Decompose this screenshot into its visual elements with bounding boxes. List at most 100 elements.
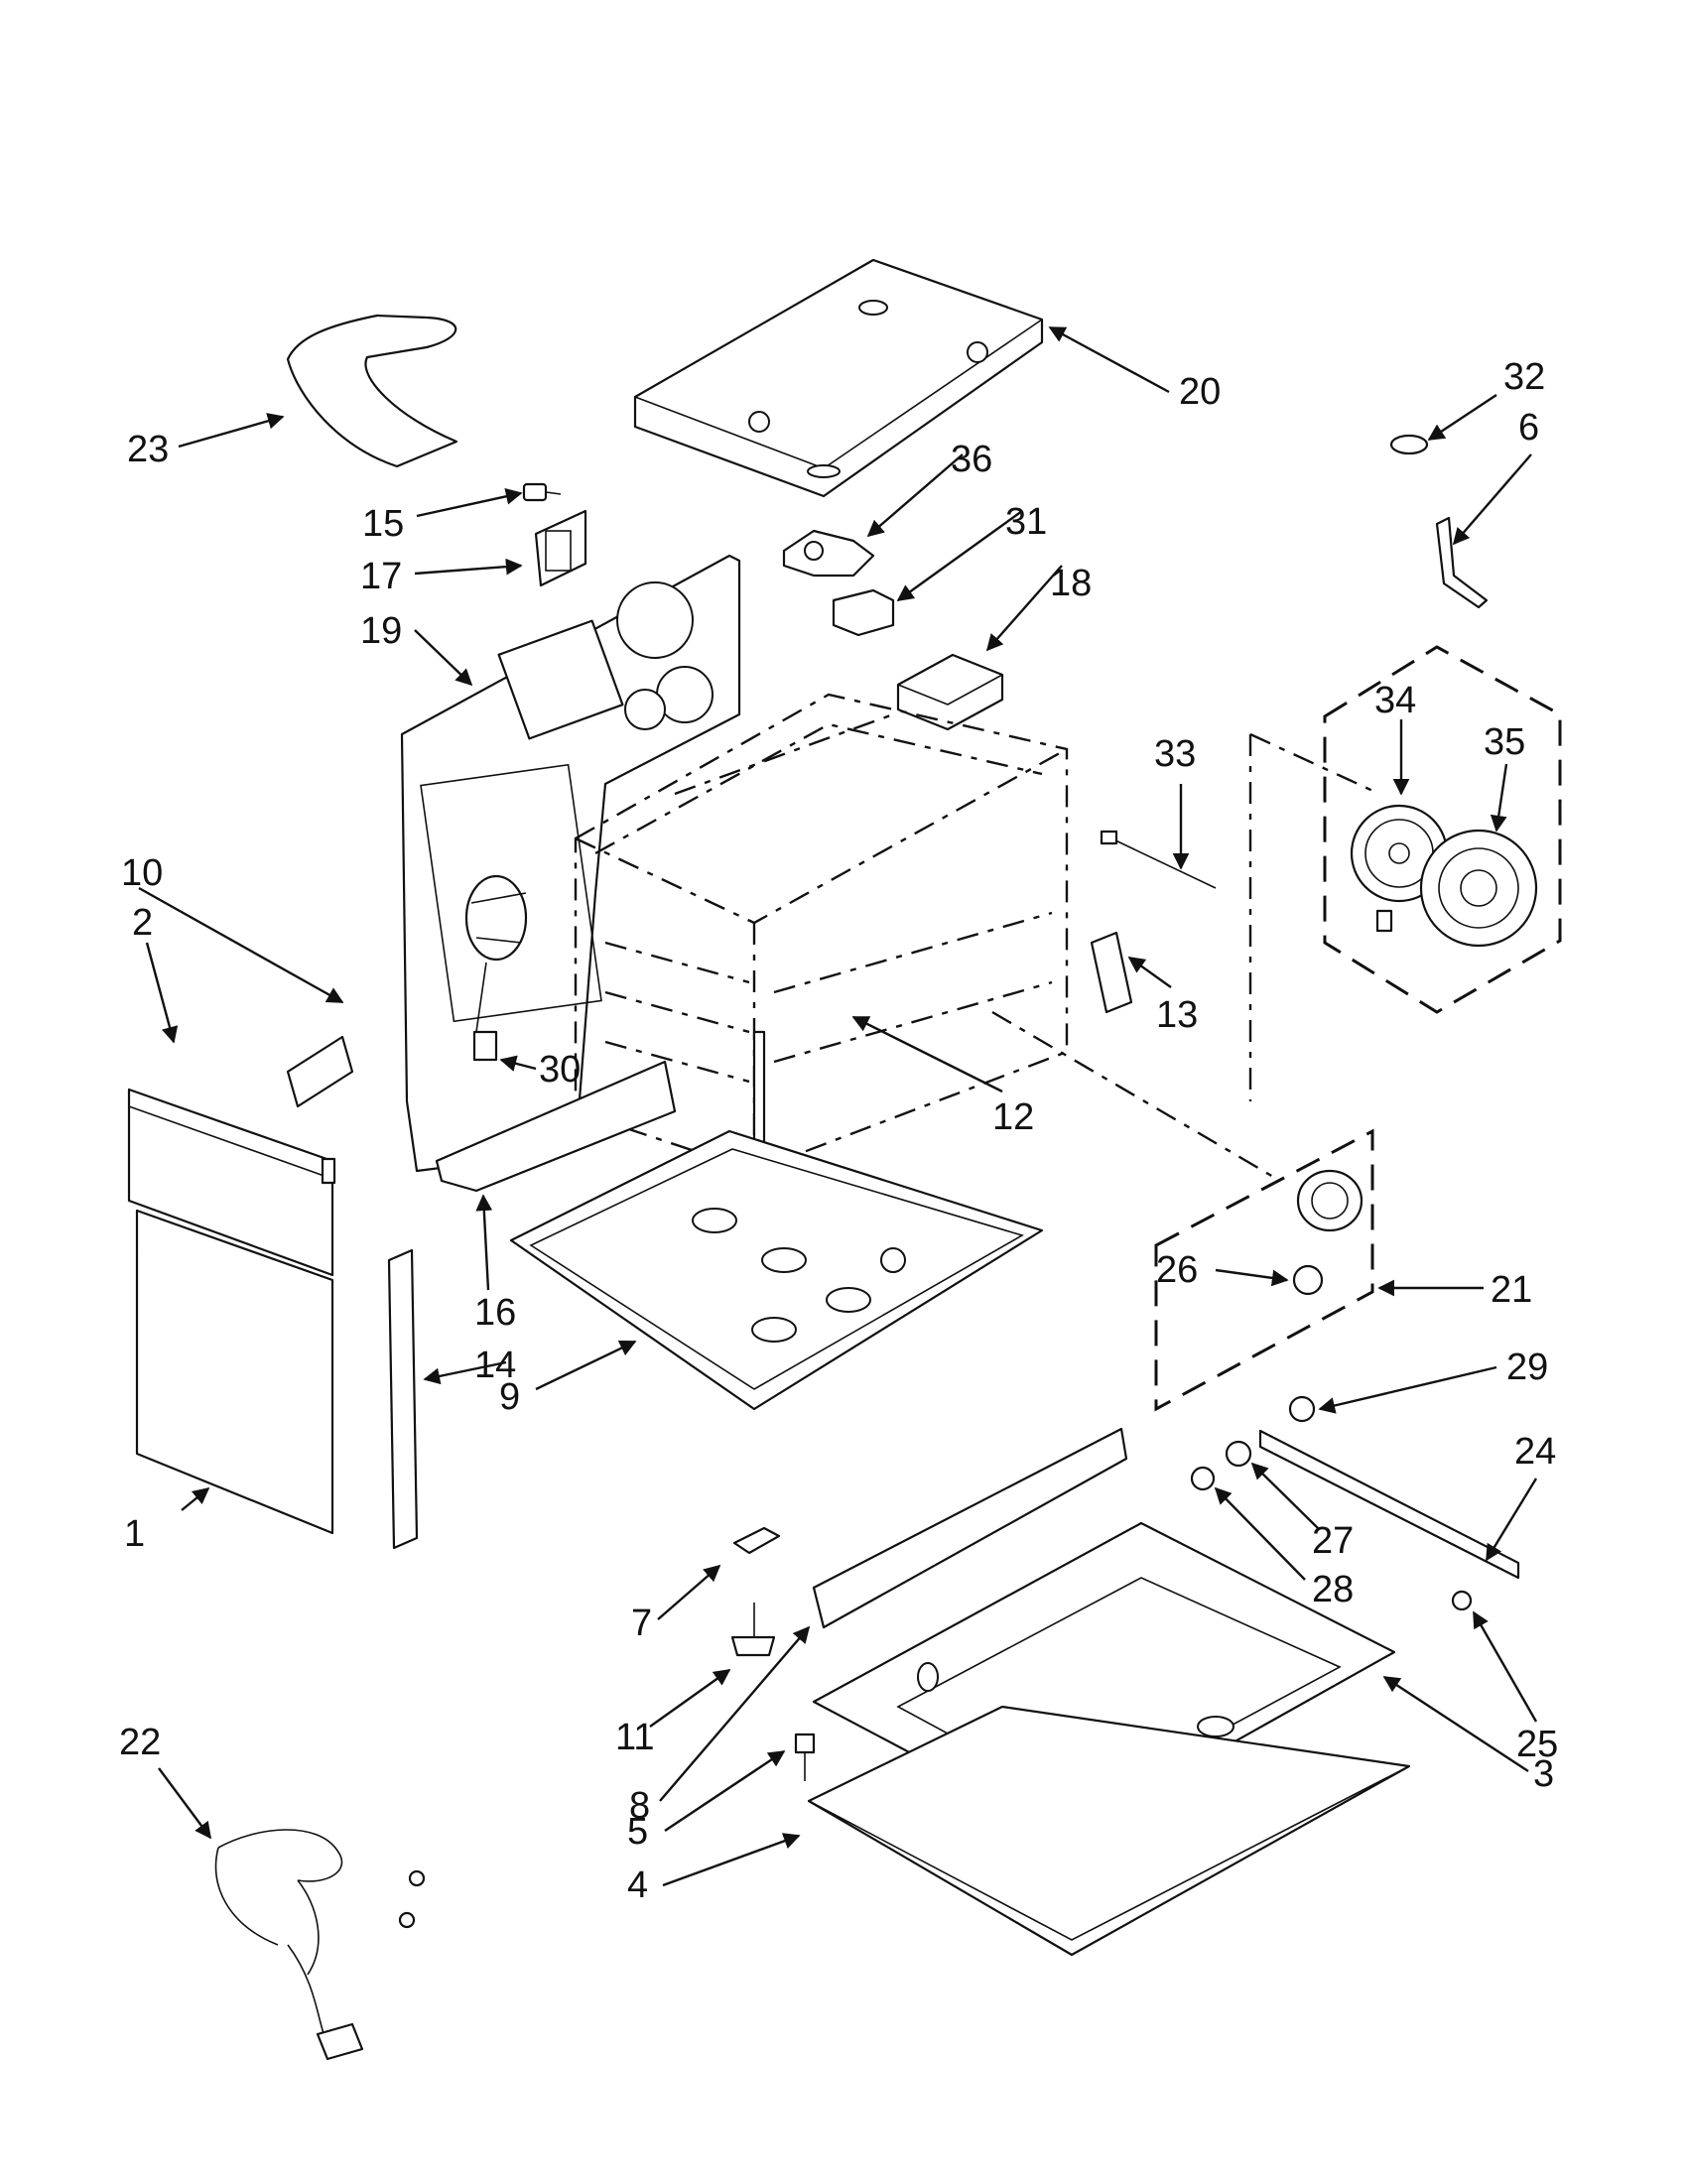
leader-line-25 [1472, 1610, 1538, 1723]
callout-25: 25 [1516, 1724, 1558, 1765]
callout-21: 21 [1491, 1269, 1532, 1311]
leader-line-36 [866, 453, 964, 538]
leader-line-27 [1250, 1462, 1319, 1529]
leader-line-6 [1452, 453, 1532, 546]
part-23-deflector [286, 314, 458, 468]
callout-labels: 1 2 3 4 5 6 7 8 9 10 11 12 13 14 15 16 1… [119, 356, 1558, 1906]
part-2-upper-side-panel [127, 1088, 336, 1277]
leader-line-3 [1382, 1675, 1529, 1773]
part-15-screw [522, 482, 562, 502]
leader-line-16 [475, 1194, 493, 1291]
leader-line-35 [1490, 763, 1508, 833]
leader-line-23 [178, 413, 285, 449]
leader-line-9 [535, 1340, 637, 1391]
part-34-35-convection-assembly [1248, 645, 1562, 1101]
callout-28: 28 [1312, 1569, 1354, 1610]
callout-7: 7 [631, 1603, 652, 1644]
callout-31: 31 [1005, 501, 1047, 543]
part-27-bushing [1225, 1440, 1252, 1468]
part-17-bracket [534, 509, 587, 587]
callout-26: 26 [1156, 1249, 1198, 1291]
callout-8: 8 [629, 1785, 650, 1827]
part-8-trim-rail [812, 1427, 1128, 1629]
callout-4: 4 [627, 1864, 648, 1906]
callout-2: 2 [132, 902, 153, 944]
leader-line-7 [657, 1564, 721, 1620]
callout-19: 19 [360, 610, 402, 652]
callout-22: 22 [119, 1722, 161, 1763]
part-14-trim [387, 1248, 419, 1550]
part-31-switch [832, 588, 895, 637]
leader-line-24 [1485, 1477, 1538, 1562]
leader-line-1 [181, 1486, 210, 1511]
part-24-rail [1258, 1429, 1520, 1580]
leader-line-29 [1318, 1365, 1497, 1414]
leader-line-10 [138, 886, 344, 1004]
part-5-screw [794, 1733, 816, 1781]
callout-29: 29 [1506, 1347, 1548, 1388]
leader-line-31 [896, 510, 1023, 601]
part-36-thermostat [782, 529, 875, 578]
leader-line-26 [1215, 1268, 1289, 1287]
callout-27: 27 [1312, 1520, 1354, 1562]
part-21-light-assembly [991, 1010, 1374, 1412]
part-18-cover [896, 653, 1004, 731]
leader-line-28 [1214, 1486, 1306, 1581]
part-33-sensor [1100, 830, 1217, 889]
callout-11: 11 [615, 1717, 654, 1758]
callout-3: 3 [1533, 1753, 1554, 1795]
leader-line-32 [1427, 393, 1497, 442]
callout-32: 32 [1503, 356, 1545, 398]
callout-23: 23 [127, 429, 169, 470]
callout-13: 13 [1156, 994, 1198, 1036]
leader-line-12 [851, 1015, 1003, 1093]
leader-line-11 [649, 1669, 731, 1728]
callout-15: 15 [362, 503, 404, 545]
part-10-strip [286, 1035, 354, 1108]
part-20-top-panel [633, 258, 1044, 498]
leader-line-13 [1127, 957, 1172, 988]
part-7-bracket [732, 1526, 781, 1555]
part-11-leveling-leg [730, 1603, 776, 1657]
leader-line-8 [659, 1625, 811, 1802]
part-6-bracket [1435, 516, 1489, 609]
leader-line-18 [985, 565, 1063, 652]
callout-17: 17 [360, 556, 402, 597]
leader-line-4 [662, 1833, 801, 1887]
part-25-screw [1451, 1590, 1473, 1611]
leader-line-30 [499, 1055, 537, 1072]
callout-34: 34 [1374, 680, 1416, 721]
callout-33: 33 [1154, 733, 1196, 775]
leader-line-20 [1048, 325, 1170, 394]
callout-9: 9 [499, 1376, 520, 1418]
part-19-rear-panel [400, 554, 741, 1173]
part-13-terminal-block [1090, 931, 1133, 1014]
leader-line-15 [416, 488, 523, 518]
callout-6: 6 [1518, 407, 1539, 449]
leader-line-2 [145, 942, 179, 1044]
callout-16: 16 [474, 1292, 516, 1334]
part-32-clip [1389, 434, 1429, 455]
callout-5: 5 [627, 1811, 648, 1853]
part-29-grommet [1288, 1395, 1316, 1423]
callout-20: 20 [1179, 371, 1221, 413]
part-30-fan-motor [464, 874, 528, 1062]
leader-line-14 [423, 1360, 507, 1385]
callout-36: 36 [951, 439, 992, 480]
leader-lines [138, 325, 1538, 1887]
part-4-bottom-cover [807, 1705, 1411, 1957]
part-16-bracket [435, 1060, 677, 1193]
callout-18: 18 [1050, 563, 1092, 604]
leader-line-19 [414, 629, 473, 687]
callout-30: 30 [539, 1049, 581, 1091]
part-9-oven-bottom [509, 1129, 1044, 1411]
leader-line-17 [414, 558, 523, 576]
part-22-power-cord [214, 1829, 426, 2061]
part-1-side-panel [135, 1209, 334, 1535]
leader-line-22 [158, 1767, 212, 1840]
callout-10: 10 [121, 852, 163, 894]
callout-14: 14 [474, 1345, 516, 1386]
callout-12: 12 [992, 1096, 1034, 1138]
callout-35: 35 [1484, 721, 1525, 763]
